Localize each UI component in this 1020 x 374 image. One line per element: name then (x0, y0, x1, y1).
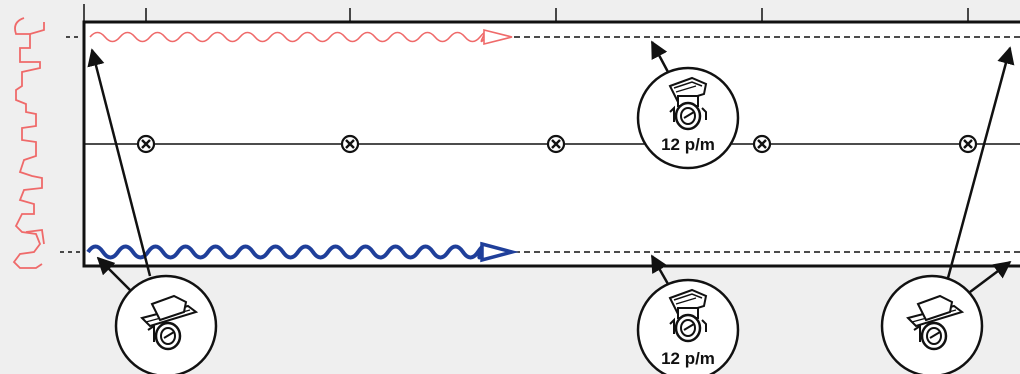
clip-callout-top-center: 12 p/m (636, 66, 740, 170)
pointer-arrows (87, 40, 1015, 293)
arrow-to-top-right (946, 46, 1015, 279)
clip-callout-bottom-right (880, 274, 984, 374)
red-profile-icon (12, 17, 45, 269)
arrow-to-bottom-right (969, 260, 1012, 293)
arrow-to-top-left (87, 48, 152, 277)
arrow-to-bottom-dash (650, 254, 670, 285)
arrow-to-top-dash (650, 40, 670, 73)
clip-rate-label-top: 12 p/m (661, 135, 715, 154)
red-arrowhead (483, 28, 513, 46)
screw-icon (958, 134, 978, 154)
clip-callout-bottom-left (114, 274, 218, 374)
arrow-to-bottom-left (96, 256, 131, 291)
blue-wave-line (86, 244, 486, 260)
blue-arrowhead (480, 241, 519, 263)
screw-row (136, 134, 978, 154)
top-ruler (83, 4, 969, 22)
screw-icon (340, 134, 360, 154)
red-wave-line (89, 31, 487, 43)
screw-icon (136, 134, 156, 154)
screw-icon (546, 134, 566, 154)
clip-callout-bottom-center: 12 p/m (636, 278, 740, 374)
clip-rate-label-bottom: 12 p/m (661, 349, 715, 368)
screw-icon (752, 134, 772, 154)
